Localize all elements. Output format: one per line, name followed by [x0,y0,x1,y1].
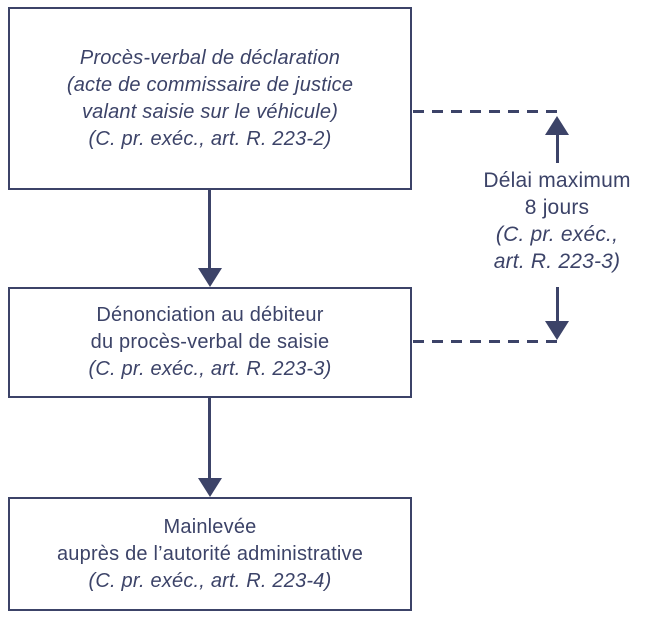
arrow-box2-to-box3-stem [208,398,211,478]
flow-box-denonciation: Dénonciation au débiteur du procès-verba… [8,287,412,398]
box-text-line: Mainlevée [163,515,257,538]
box-text-line: (acte de commissaire de justice [66,73,354,96]
delay-span-down-arrow-stem [556,287,559,322]
delay-label-line: art. R. 223-3) [493,250,621,273]
dashed-link-box1-to-delay [413,110,557,113]
box-text-line: auprès de l’autorité administrative [56,542,364,565]
delay-span-up-arrow-head [545,116,569,135]
arrow-box2-to-box3-head [198,478,222,497]
box-text-line: Dénonciation au débiteur [96,304,324,326]
arrow-box1-to-box2-stem [208,190,211,270]
delay-label-line: (C. pr. exéc., [495,223,619,246]
delay-span-down-arrow-head [545,321,569,340]
box-text-line: (C. pr. exéc., art. R. 223-2) [88,127,332,150]
box-text-line: Procès-verbal de déclaration [79,46,341,69]
delay-label-line: Délai maximum [483,169,631,192]
delay-label-line: 8 jours [524,196,590,219]
box-text-line: (C. pr. exéc., art. R. 223-4) [88,569,332,592]
delay-label: Délai maximum 8 jours (C. pr. exéc., art… [459,167,650,275]
box-text-line: du procès-verbal de saisie [90,331,330,353]
arrow-box1-to-box2-head [198,268,222,287]
box-text-line: valant saisie sur le véhicule) [81,100,339,123]
flow-box-mainlevee: Mainlevée auprès de l’autorité administr… [8,497,412,611]
dashed-link-box2-to-delay [413,340,557,343]
flow-box-proces-verbal: Procès-verbal de déclaration (acte de co… [8,7,412,190]
delay-span-up-arrow-stem [556,133,559,163]
box-text-line: (C. pr. exéc., art. R. 223-3) [88,358,332,380]
